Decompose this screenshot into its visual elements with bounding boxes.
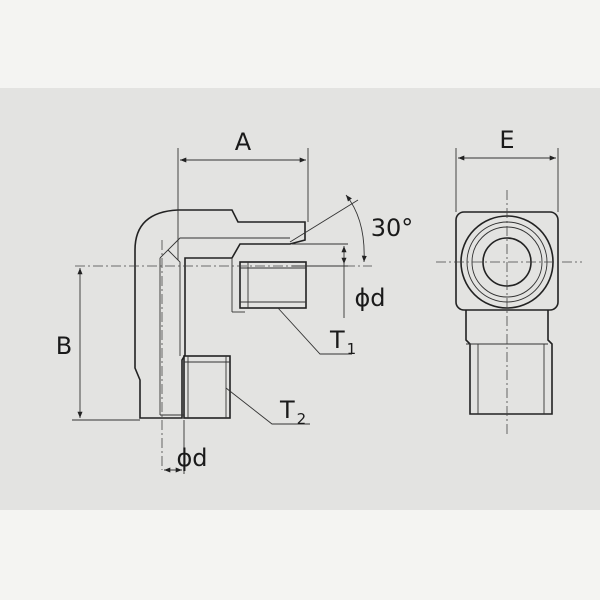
angle-label: 30° (371, 214, 414, 242)
t1-leader (277, 307, 352, 355)
dia-right-label: ϕd (354, 284, 385, 312)
thread-t1 (231, 258, 307, 313)
dim-e-label: E (499, 126, 514, 154)
dia-bottom-label: ϕd (176, 444, 207, 472)
front-view: E (436, 126, 582, 434)
angle-arc (345, 194, 367, 263)
elbow-body-outline (134, 209, 306, 419)
dim-a-label: A (235, 128, 252, 156)
front-lower-body (465, 310, 553, 415)
dim-b-label: B (56, 332, 72, 360)
elbow-bore (159, 237, 290, 415)
angle-leader (289, 199, 359, 243)
t2-leader (225, 387, 310, 425)
thread-t2 (160, 355, 231, 419)
